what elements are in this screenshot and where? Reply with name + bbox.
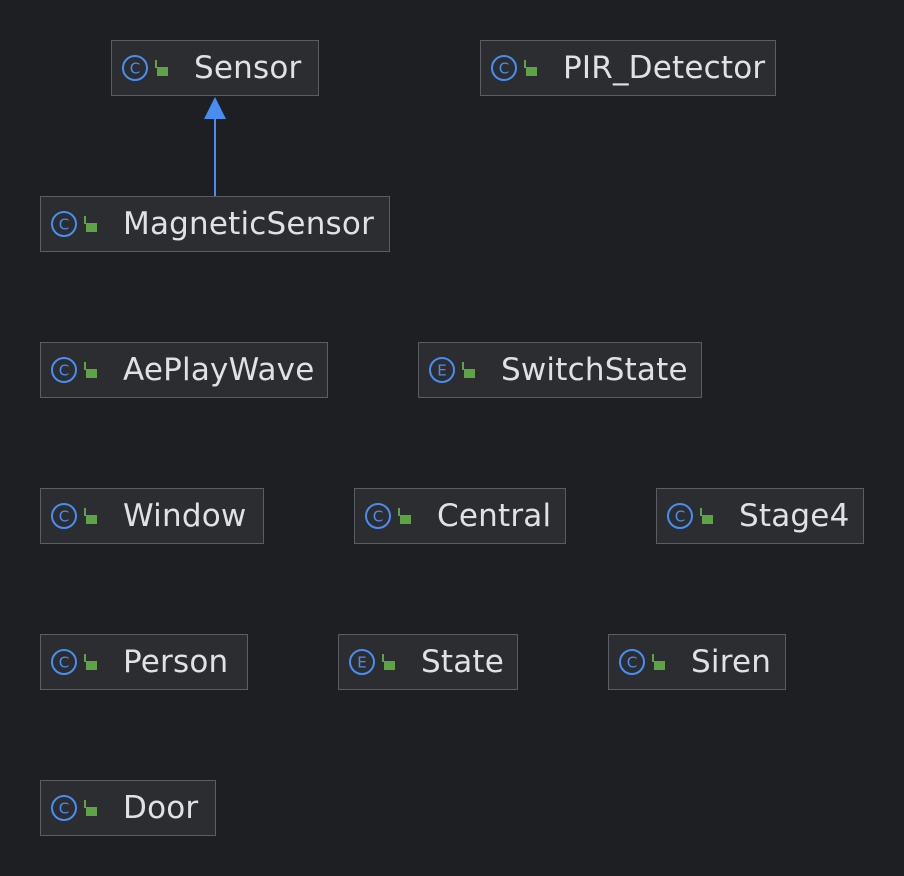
class-icon: C bbox=[489, 53, 519, 83]
class-name-label: Window bbox=[123, 497, 247, 534]
class-icon: C bbox=[49, 355, 79, 385]
svg-text:C: C bbox=[59, 508, 69, 526]
public-lock-icon bbox=[83, 214, 101, 234]
class-node-door[interactable]: C Door bbox=[40, 780, 216, 836]
class-name-label: Central bbox=[437, 497, 552, 534]
class-node-central[interactable]: C Central bbox=[354, 488, 566, 544]
svg-text:C: C bbox=[373, 508, 383, 526]
enum-node-switchstate[interactable]: E SwitchState bbox=[418, 342, 702, 398]
class-icon: C bbox=[120, 53, 150, 83]
svg-text:C: C bbox=[59, 362, 69, 380]
class-name-label: SwitchState bbox=[501, 351, 688, 388]
class-name-label: Door bbox=[123, 789, 199, 826]
class-node-aeplaywave[interactable]: C AePlayWave bbox=[40, 342, 328, 398]
class-node-window[interactable]: C Window bbox=[40, 488, 264, 544]
public-lock-icon bbox=[461, 360, 479, 380]
public-lock-icon bbox=[381, 652, 399, 672]
class-name-label: Siren bbox=[691, 643, 772, 680]
public-lock-icon bbox=[83, 798, 101, 818]
class-name-label: Sensor bbox=[194, 49, 302, 86]
class-name-label: AePlayWave bbox=[123, 351, 315, 388]
class-icon: C bbox=[665, 501, 695, 531]
class-icon: C bbox=[617, 647, 647, 677]
svg-text:E: E bbox=[357, 654, 366, 672]
inheritance-arrowhead bbox=[204, 97, 226, 119]
class-icon: C bbox=[49, 647, 79, 677]
class-name-label: State bbox=[421, 643, 505, 680]
svg-text:C: C bbox=[59, 216, 69, 234]
public-lock-icon bbox=[154, 58, 172, 78]
class-name-label: Stage4 bbox=[739, 497, 850, 534]
class-icon: C bbox=[49, 209, 79, 239]
svg-text:C: C bbox=[59, 654, 69, 672]
class-icon: C bbox=[49, 501, 79, 531]
class-node-person[interactable]: C Person bbox=[40, 634, 248, 690]
class-node-stage4[interactable]: C Stage4 bbox=[656, 488, 864, 544]
public-lock-icon bbox=[397, 506, 415, 526]
public-lock-icon bbox=[699, 506, 717, 526]
svg-text:C: C bbox=[59, 800, 69, 818]
enum-icon: E bbox=[427, 355, 457, 385]
svg-text:C: C bbox=[499, 60, 509, 78]
svg-text:C: C bbox=[130, 60, 140, 78]
class-icon: C bbox=[363, 501, 393, 531]
enum-icon: E bbox=[347, 647, 377, 677]
svg-text:C: C bbox=[675, 508, 685, 526]
class-name-label: MagneticSensor bbox=[123, 205, 375, 242]
class-node-pir-detector[interactable]: C PIR_Detector bbox=[480, 40, 776, 96]
public-lock-icon bbox=[83, 360, 101, 380]
public-lock-icon bbox=[83, 652, 101, 672]
enum-node-state[interactable]: E State bbox=[338, 634, 518, 690]
class-node-siren[interactable]: C Siren bbox=[608, 634, 786, 690]
class-name-label: Person bbox=[123, 643, 229, 680]
public-lock-icon bbox=[83, 506, 101, 526]
class-name-label: PIR_Detector bbox=[563, 49, 766, 86]
class-node-magneticsensor[interactable]: C MagneticSensor bbox=[40, 196, 390, 252]
class-node-sensor[interactable]: C Sensor bbox=[111, 40, 319, 96]
public-lock-icon bbox=[523, 58, 541, 78]
class-icon: C bbox=[49, 793, 79, 823]
public-lock-icon bbox=[651, 652, 669, 672]
svg-text:C: C bbox=[627, 654, 637, 672]
svg-text:E: E bbox=[437, 362, 446, 380]
